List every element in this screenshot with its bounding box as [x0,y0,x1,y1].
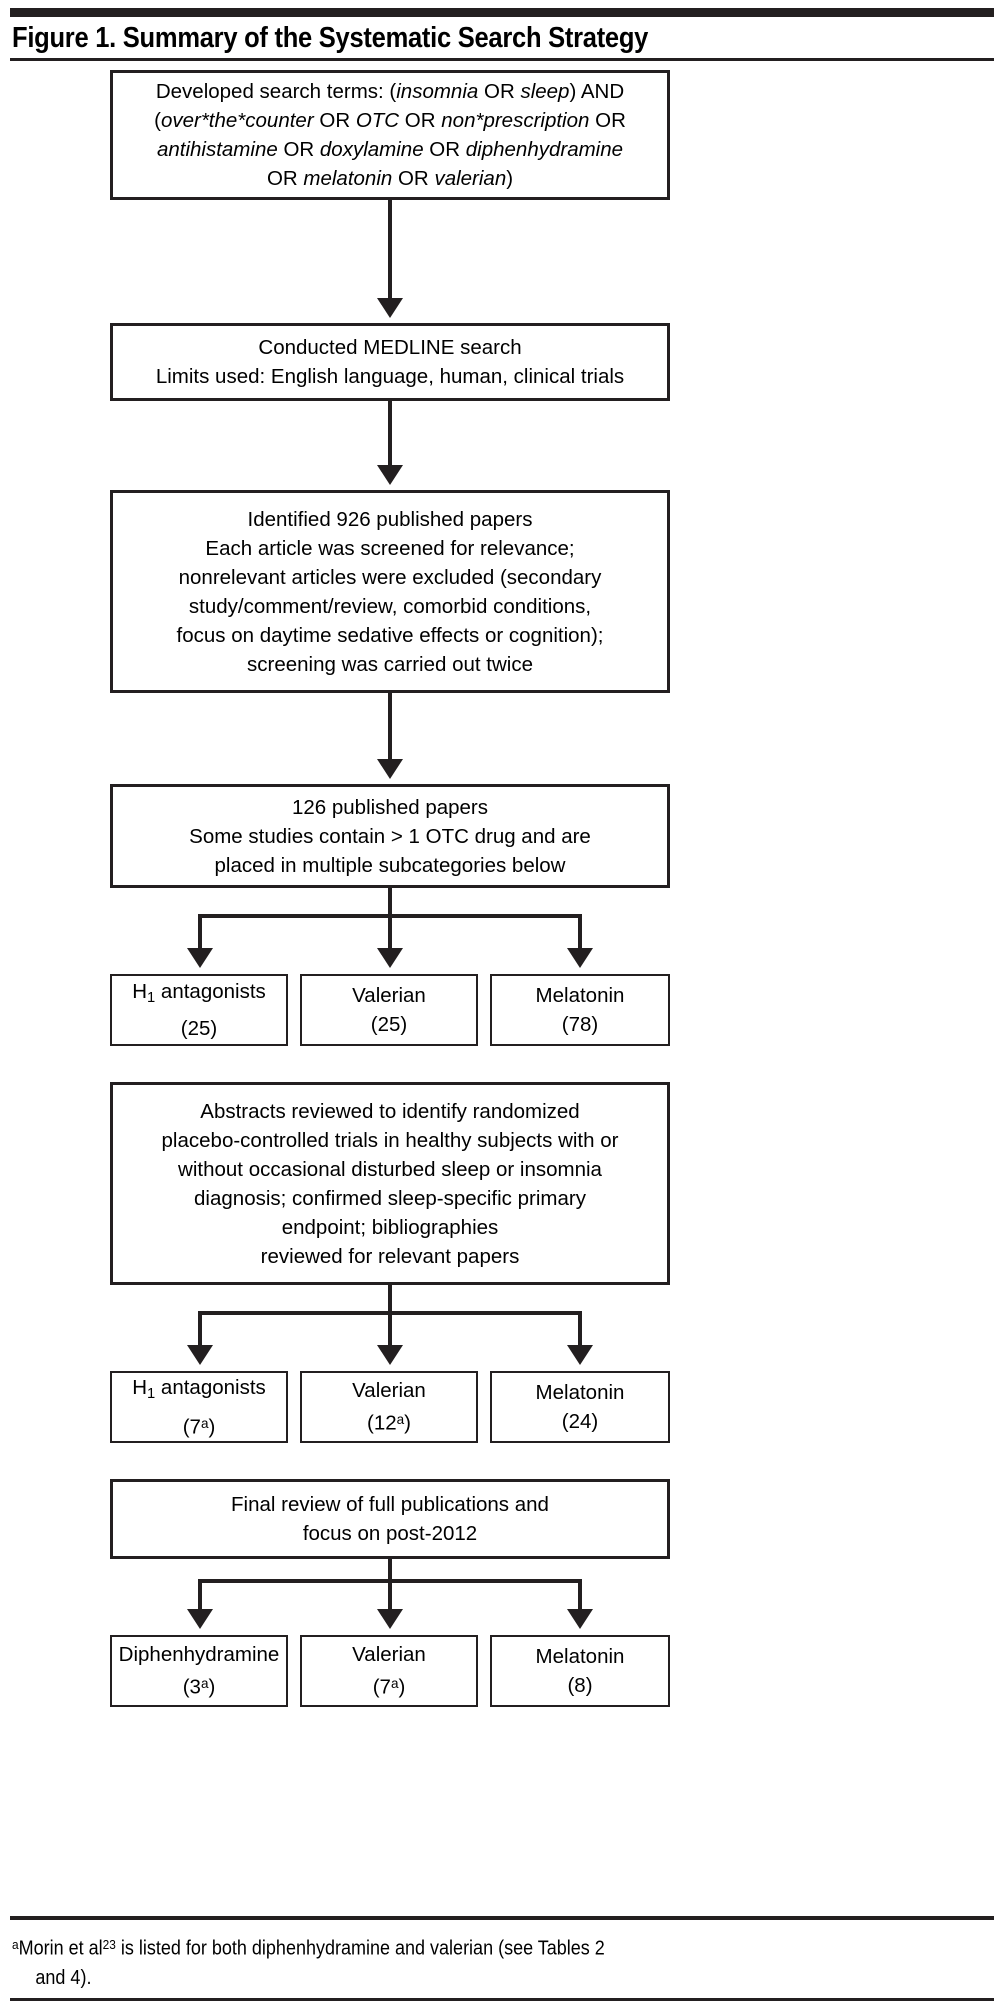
abstracts-line-2: placebo-controlled trials in healthy sub… [161,1128,619,1152]
node-row3-valerian: Valerian (7a) [300,1635,478,1707]
connector-abstracts-stem [388,1285,392,1315]
row2-item-2-label: Melatonin [535,1381,625,1404]
connector-final-stem [388,1559,392,1583]
footnote: aMorin et al23 is listed for both diphen… [12,1930,885,1993]
connector-final-branch-mid [388,1579,392,1611]
footnote-text: is listed for both diphenhydramine and v… [115,1937,605,1960]
footnote-reference-number: 23 [102,1937,116,1952]
arrowhead-126 [377,759,403,779]
row3-item-1-label: Valerian [352,1643,426,1667]
arrowhead-row3-right [567,1609,593,1629]
row2-item-1-label: Valerian [352,1379,426,1403]
connector-126-branch-mid [388,914,392,950]
connector-abstracts-branch-left [198,1311,202,1347]
identified-line-2: Each article was screened for relevance; [205,536,575,560]
row2-item-0-count: (7a) [182,1415,216,1439]
figure-title: Figure 1. Summary of the Systematic Sear… [12,22,649,54]
arrowhead-row1-right [567,948,593,968]
connector-126-branch-left [198,914,202,950]
connector-abstracts-branch-mid [388,1311,392,1347]
papers126-line-3: placed in multiple subcategories below [214,853,566,877]
row2-item-1-count: (12a) [367,1411,411,1435]
abstracts-line-6: reviewed for relevant papers [260,1244,520,1268]
row3-item-0-count: (3a) [182,1675,216,1699]
node-search-terms: Developed search terms: (insomnia OR sle… [110,70,670,200]
arrowhead-row2-right [567,1345,593,1365]
connector-search-to-medline [388,200,392,300]
medline-line-1: Conducted MEDLINE search [258,336,522,359]
connector-final-branch-right [578,1579,582,1611]
arrowhead-row2-left [187,1345,213,1365]
node-row3-melatonin: Melatonin (8) [490,1635,670,1707]
identified-line-1: Identified 926 published papers [247,507,533,531]
node-126-papers: 126 published papers Some studies contai… [110,784,670,888]
row3-item-2-count: (8) [567,1674,593,1697]
row1-item-0-count: (25) [180,1016,218,1040]
search-terms-line-2: (over*the*counter OR OTC OR non*prescrip… [154,109,626,132]
node-row1-valerian: Valerian (25) [300,974,478,1046]
connector-medline-to-identified [388,401,392,467]
node-row2-valerian: Valerian (12a) [300,1371,478,1443]
row1-item-1-label: Valerian [352,984,426,1007]
node-row3-diphenhydramine: Diphenhydramine (3a) [110,1635,288,1707]
search-terms-line-3: antihistamine OR doxylamine OR diphenhyd… [156,138,624,161]
final-review-line-2: focus on post-2012 [302,1522,478,1545]
row1-item-1-count: (25) [370,1013,408,1036]
papers126-line-1: 126 published papers [291,795,489,819]
node-row1-melatonin: Melatonin (78) [490,974,670,1046]
papers126-line-2: Some studies contain > 1 OTC drug and ar… [189,824,591,848]
identified-line-5: focus on daytime sedative effects or cog… [176,623,604,647]
arrowhead-row3-left [187,1609,213,1629]
final-review-line-1: Final review of full publications and [231,1493,549,1516]
arrowhead-identified [377,465,403,485]
row2-item-0-label: H1 antagonists [132,1375,266,1402]
node-final-review: Final review of full publications and fo… [110,1479,670,1559]
top-rule [10,8,994,17]
node-row1-h1-antagonists: H1 antagonists (25) [110,974,288,1046]
arrowhead-row3-mid [377,1609,403,1629]
node-abstracts-reviewed: Abstracts reviewed to identify randomize… [110,1082,670,1285]
identified-line-3: nonrelevant articles were excluded (seco… [178,565,602,589]
footnote-continuation: and 4). [35,1966,92,1989]
row3-item-2-label: Melatonin [535,1645,625,1668]
node-row2-h1-antagonists: H1 antagonists (7a) [110,1371,288,1443]
arrowhead-row1-mid [377,948,403,968]
abstracts-line-3: without occasional disturbed sleep or in… [178,1157,602,1181]
connector-identified-to-126 [388,693,392,761]
arrowhead-row2-mid [377,1345,403,1365]
arrowhead-row1-left [187,948,213,968]
search-terms-line-1: Developed search terms: (insomnia OR sle… [155,80,625,103]
row3-item-0-label: Diphenhydramine [118,1643,280,1667]
medline-line-2: Limits used: English language, human, cl… [155,365,625,388]
abstracts-line-5: endpoint; bibliographies [281,1215,499,1239]
title-underline-rule [10,58,994,61]
node-identified-papers: Identified 926 published papers Each art… [110,490,670,693]
row2-item-2-count: (24) [561,1410,599,1433]
node-medline-search: Conducted MEDLINE search Limits used: En… [110,323,670,401]
identified-line-6: screening was carried out twice [247,652,533,676]
abstracts-line-1: Abstracts reviewed to identify randomize… [200,1099,580,1123]
connector-126-stem [388,888,392,918]
search-terms-line-4: OR melatonin OR valerian) [266,167,514,190]
footnote-bottom-rule [10,1998,994,2001]
connector-abstracts-branch-right [578,1311,582,1347]
connector-126-branch-right [578,914,582,950]
row1-item-2-count: (78) [561,1013,599,1036]
row3-item-1-count: (7a) [372,1675,406,1699]
footnote-marker: a [12,1937,19,1952]
abstracts-line-4: diagnosis; confirmed sleep-specific prim… [194,1186,586,1210]
row1-item-2-label: Melatonin [535,984,625,1007]
footnote-citation: Morin et al [18,1937,103,1960]
node-row2-melatonin: Melatonin (24) [490,1371,670,1443]
footnote-top-rule [10,1916,994,1920]
identified-line-4: study/comment/review, comorbid condition… [188,594,592,618]
arrowhead-medline [377,298,403,318]
connector-final-branch-left [198,1579,202,1611]
row1-item-0-label: H1 antagonists [132,980,266,1007]
